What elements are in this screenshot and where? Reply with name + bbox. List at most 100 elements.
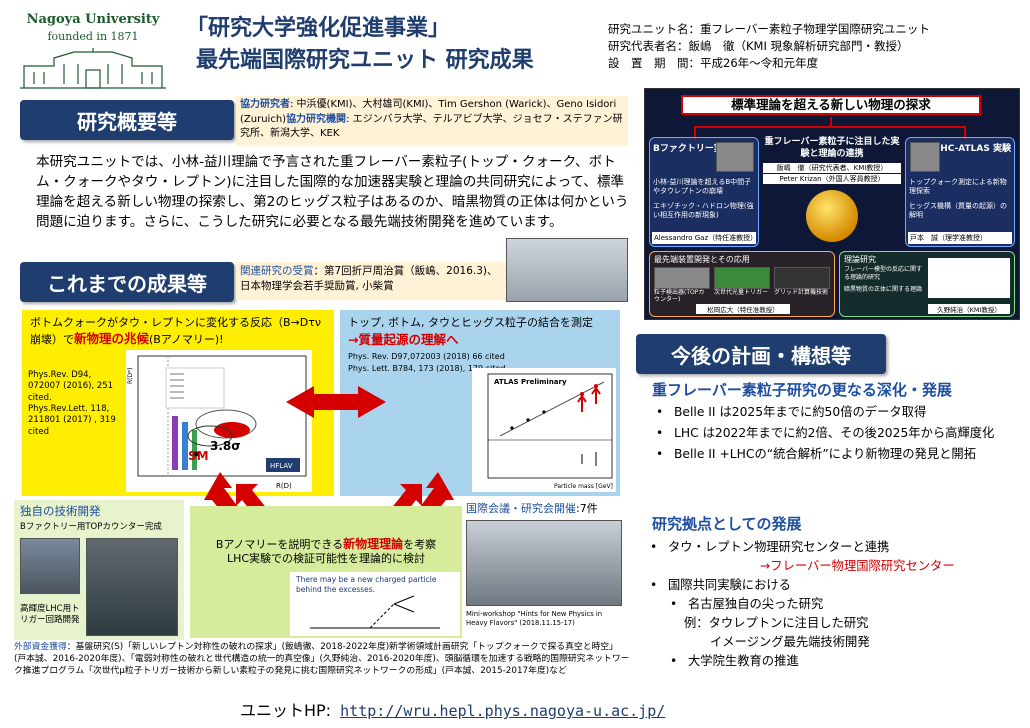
footer-label: ユニットHP: — [240, 701, 332, 720]
diagram-center-title: 重フレーバー素粒子に注目した実験と理論の連携 — [764, 137, 900, 159]
plan2-bullet: •国際共同実験における — [650, 576, 1020, 595]
diagram-left-item1: 小林-益川理論を超えるB中間子やタウレプトンの崩壊 — [653, 178, 752, 196]
collab-text2: : エジンバラ大学、テルアビブ大学、ジョセフ・ステファン研究所、新潟大学、KEK — [240, 113, 623, 140]
plan-bullet-text: Belle II +LHCの“統合解析”により新物理の発見と開拓 — [674, 446, 977, 461]
plans-bullets1: •Belle II は2025年までに約50倍のデータ取得 •LHC は2022… — [656, 404, 1010, 463]
plot1-hflav: HFLAV — [270, 462, 293, 470]
plan2-sub-bullet: •大学院生教育の推進 — [650, 652, 1020, 671]
feynman-lines — [310, 595, 440, 629]
grid-photo — [774, 267, 830, 289]
diagram-right-item2: ヒッグス機構（質量の起源）の解明 — [909, 202, 1007, 220]
collab-text1: : 中浜優(KMI)、大村雄司(KMI)、Tim Gershon (Warick… — [240, 99, 617, 125]
plot1-sm-label: SM — [188, 449, 209, 463]
center-line2: LHC実験での検証可能性を理論的に検討 — [226, 552, 426, 565]
award-box: 関連研究の受賞：第7回折戸周治賞（飯嶋、2016.3)、日本物理学会若手奨励賞,… — [236, 262, 506, 300]
award-photo — [506, 238, 628, 302]
title-line1: 「研究大学強化促進事業」 — [186, 16, 451, 41]
tof-photo — [654, 267, 710, 289]
diagram-br-title: 理論研究 — [844, 255, 876, 264]
diagram-br-person: 久野純治（KMI教授） — [928, 304, 1010, 314]
diagram-center-person2: Peter Krizan（外国人客員教授） — [763, 174, 901, 185]
panel1-line1: ボトムクォークがタウ・レプトンに変化する反応（B→Dτν崩壊）で — [30, 316, 321, 346]
tech-line2: 高輝度LHC用トリガー回路開発 — [20, 604, 80, 626]
atlas-photo — [910, 142, 940, 172]
center-line1b: を考察 — [403, 538, 437, 551]
diagram-left-title: Bファクトリー実験 — [653, 144, 732, 154]
conference-panel: 国際会議・研究会開催:7件 Mini-workshop "Hints for N… — [464, 500, 624, 640]
plot1-sigma-label: 3.8σ — [210, 439, 241, 453]
theory-panel: Bアノマリーを説明できる新物理理論を考察 LHC実験での検証可能性を理論的に検討… — [190, 506, 462, 638]
conf-caption: Mini-workshop "Hints for New Physics in … — [466, 610, 603, 627]
panel-b-anomaly: ボトムクォークがタウ・レプトンに変化する反応（B→Dτν崩壊）で新物理の兆候(B… — [22, 310, 334, 496]
diagram-br-item2: 暗黒物質の正体に関する理論 — [844, 286, 923, 293]
award-label: 関連研究の受賞 — [240, 265, 314, 277]
collab-label1: 協力研究者 — [240, 99, 290, 110]
diagram-bl-label2: 次世代光量トリガー — [714, 289, 769, 296]
diagram-bl-person: 松岡広大（特任准教授） — [696, 304, 790, 314]
rd-rdstar-plot: SM 3.8σ HFLAV R(D) R(D*) — [126, 350, 312, 492]
panel2-ref2: Phys. Lett. B784, 173 (2018), 179 cited — [348, 364, 506, 373]
unit-info-leader: 研究代表者名：飯嶋 徹（KMI 現象解析研究部門・教授） — [608, 39, 909, 53]
center-highlight: 新物理理論 — [343, 537, 404, 551]
trigger-board-photo — [86, 538, 178, 636]
diagram-bottom-right: 理論研究 フレーバー模型の反応に関する理論的研究 暗黒物質の正体に関する理論 久… — [839, 251, 1015, 317]
diagram-left-item2: エキゾチック・ハドロン物理(強い相互作用の新現象) — [653, 202, 754, 220]
fund-text: ：基盤研究(S)「新しいレプトン対称性の破れの探求」(飯嶋徹、2018-2022… — [14, 642, 630, 676]
plan2-sub-bullet: •名古屋独自の尖った研究 — [650, 595, 1020, 614]
panel2-highlight: →質量起源の理解へ — [348, 332, 459, 347]
plans-sub1: 重フレーバー素粒子研究の更なる深化・発展 — [652, 381, 952, 399]
plot2-title: ATLAS Preliminary — [494, 378, 567, 386]
diagram-right-box: LHC-ATLAS 実験 トップクォーク測定による新物理探索 ヒッグス機構（質量… — [905, 137, 1015, 247]
conf-title: 国際会議・研究会開催:7件 — [466, 502, 598, 517]
univ-founded: founded in 1871 — [47, 30, 139, 43]
unit-info-period: 設 置 期 間：平成26年～令和元年度 — [608, 56, 819, 70]
plan2-arrow: →フレーバー物理国際研究センター — [760, 559, 955, 574]
overview-body: 本研究ユニットでは、小林-益川理論で予言された重フレーバー素粒子(トップ・クォー… — [36, 154, 629, 231]
award-text: ：第7回折戸周治賞（飯嶋、2016.3)、日本物理学会若手奨励賞, 小柴賞 — [240, 265, 498, 292]
results-heading: これまでの成果等 — [20, 262, 234, 302]
plan2-b3: 大学院生教育の推進 — [688, 654, 799, 669]
university-logo: Nagoya University founded in 1871 — [14, 12, 172, 90]
center-line1a: Bアノマリーを説明できる — [215, 538, 344, 551]
diagram-title: 標準理論を超える新しい物理の探求 — [681, 95, 981, 115]
plan-bullet-text: Belle II は2025年までに約50倍のデータ取得 — [674, 405, 927, 419]
plan2-b2-sub3: イメージング最先端技術開発 — [710, 635, 870, 650]
fund-label: 外部資金獲得 — [14, 642, 67, 652]
plan-bullet: •LHC は2022年までに約2倍、その後2025年から高輝度化 — [656, 425, 1010, 443]
diagram-br-item1: フレーバー模型の反応に関する理論的研究 — [844, 266, 922, 281]
plan-bullet-text: LHC は2022年までに約2倍、その後2025年から高輝度化 — [674, 425, 995, 440]
diagram-center-person1: 飯嶋 徹（研究代表者、KMI教授） — [763, 163, 901, 174]
building-logo-icon — [20, 48, 166, 89]
diagram-left-box: Bファクトリー実験 小林-益川理論を超えるB中間子やタウレプトンの崩壊 エキゾチ… — [649, 137, 759, 247]
panel2-ref1: Phys. Rev. D97,072003 (2018) 66 cited — [348, 352, 505, 361]
tech-line1: Bファクトリー用TOPカウンター完成 — [20, 522, 162, 532]
unit-homepage-link[interactable]: http://wru.hepl.phys.nagoya-u.ac.jp/ — [340, 702, 666, 720]
diagram-right-title: LHC-ATLAS 実験 — [934, 144, 1011, 154]
unit-info-name: 研究ユニット名：重フレーバー素粒子物理学国際研究ユニット — [608, 22, 930, 36]
plans-heading: 今後の計画・構想等 — [636, 334, 886, 374]
trigger-photo — [714, 267, 770, 289]
center-plot-text: There may be a new charged particle behi… — [296, 575, 437, 594]
panel2-line1: トップ, ボトム, タウとヒッグス粒子の結合を測定 — [348, 316, 593, 329]
conf-count: :7件 — [576, 502, 598, 515]
collab-label2: 協力研究機関 — [286, 113, 347, 125]
diagram-bl-label1: 粒子検出器(TOPカウンター) — [654, 289, 705, 304]
plan-bullet: •Belle II は2025年までに約50倍のデータ取得 — [656, 404, 1010, 422]
plot1-xlabel: R(D) — [276, 482, 292, 490]
diagram-right-item1: トップクォーク測定による新物理探索 — [909, 178, 1007, 196]
top-counter-photo — [20, 538, 80, 594]
plan-bullet: •Belle II +LHCの“統合解析”により新物理の発見と開拓 — [656, 446, 1010, 464]
panel-higgs-coupling: トップ, ボトム, タウとヒッグス粒子の結合を測定 →質量起源の理解へ Phys… — [340, 310, 620, 496]
panel1-line2: (Bアノマリー)! — [149, 332, 224, 346]
feynman-diagram: There may be a new charged particle behi… — [290, 572, 460, 636]
tech-title: 独自の技術開発 — [20, 504, 101, 518]
research-diagram: 標準理論を超える新しい物理の探求 Bファクトリー実験 小林-益川理論を超えるB中… — [644, 88, 1020, 320]
diagram-left-person: Alessandro Gaz（特任准教授） — [652, 232, 758, 244]
diagram-arrows — [694, 117, 966, 139]
diagram-right-person: 戸本 誠（理学准教授） — [908, 232, 1012, 244]
title-line2: 最先端国際研究ユニット 研究成果 — [196, 48, 534, 73]
diagram-center-box: 重フレーバー素粒子に注目した実験と理論の連携 飯嶋 徹（研究代表者、KMI教授）… — [763, 137, 901, 247]
center-line1: Bアノマリーを説明できる新物理理論を考察 — [190, 536, 462, 553]
plot1-ylabel: R(D*) — [127, 368, 134, 384]
conf-title-text: 国際会議・研究会開催 — [466, 502, 576, 515]
